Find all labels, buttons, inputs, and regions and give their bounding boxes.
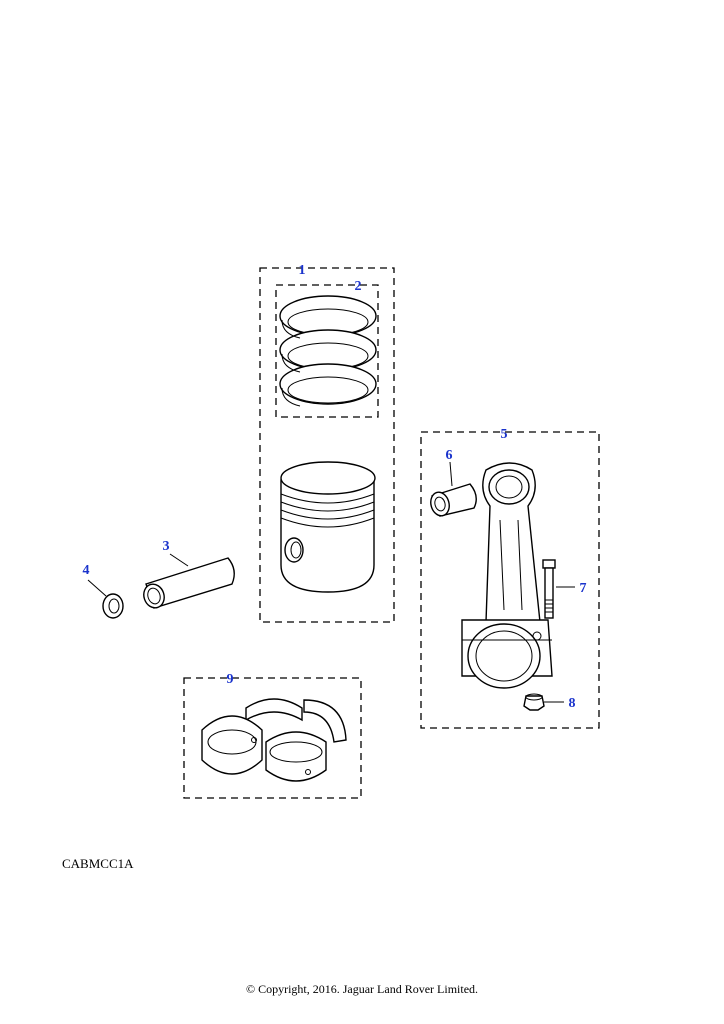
leader-4 [87, 579, 107, 597]
leader-3 [169, 553, 189, 567]
big-end-bearings-illustration [201, 698, 347, 782]
con-rod-bolt-illustration [542, 559, 556, 619]
circlip-illustration [102, 593, 124, 619]
group-box-piston [259, 267, 395, 623]
callout-7[interactable]: 7 [580, 581, 587, 596]
callout-5[interactable]: 5 [501, 427, 508, 442]
callout-4[interactable]: 4 [83, 563, 90, 578]
callout-2[interactable]: 2 [355, 279, 362, 294]
small-end-bush-illustration [430, 483, 477, 517]
copyright-notice: © Copyright, 2016. Jaguar Land Rover Lim… [245, 982, 479, 996]
illustration-code: CABMCC1A [62, 856, 134, 871]
leader-6 [449, 461, 453, 487]
callout-8[interactable]: 8 [569, 696, 576, 711]
group-box-bearings [183, 677, 362, 799]
gudgeon-pin-illustration [143, 557, 235, 609]
group-box-connecting-rod [420, 431, 600, 729]
piston-illustration [280, 461, 376, 593]
callout-1[interactable]: 1 [299, 263, 306, 278]
callout-3[interactable]: 3 [163, 539, 170, 554]
callout-9[interactable]: 9 [227, 672, 234, 687]
con-rod-nut-illustration [523, 693, 545, 711]
callout-6[interactable]: 6 [446, 448, 453, 463]
group-box-rings [275, 284, 379, 418]
piston-rings-illustration [279, 295, 377, 407]
connecting-rod-illustration [461, 462, 553, 689]
